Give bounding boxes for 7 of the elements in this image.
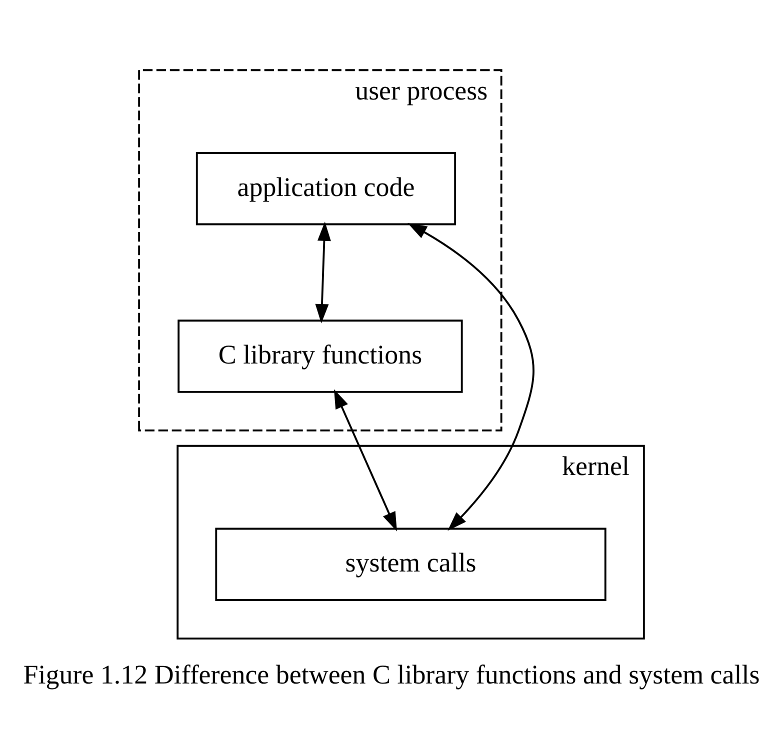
- caption: Figure 1.12 Difference between C library functions and system calls: [23, 658, 760, 689]
- node-box: application code: [196, 152, 456, 225]
- arrow: [334, 388, 397, 531]
- node-box: system calls: [215, 527, 606, 600]
- arrow: [315, 221, 331, 323]
- arrow: [408, 222, 534, 530]
- node-box: C library functions: [178, 319, 463, 392]
